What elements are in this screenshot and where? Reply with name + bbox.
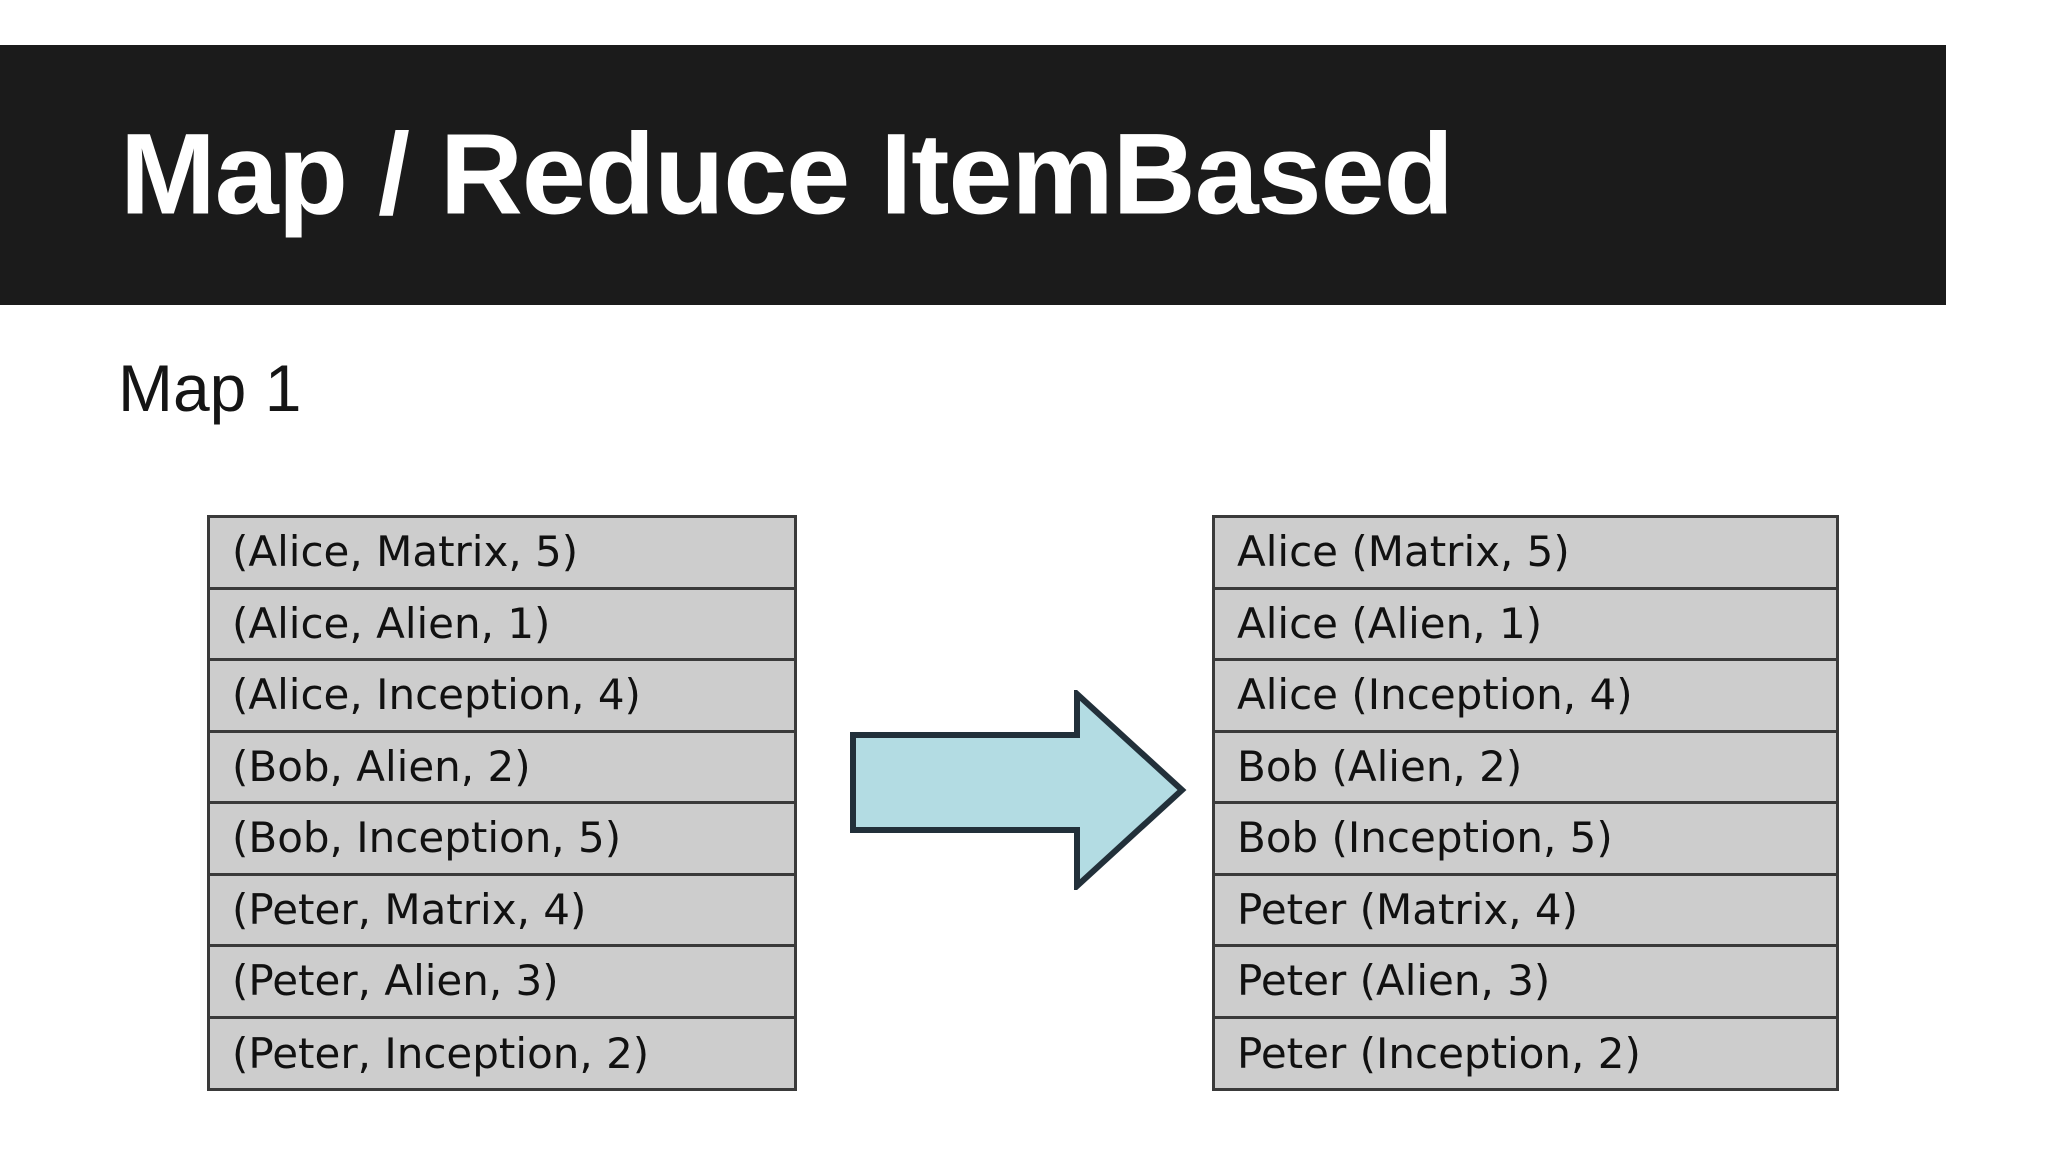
map-output-row: Peter (Inception, 2) xyxy=(1215,1018,1836,1088)
map-input-row: (Alice, Matrix, 5) xyxy=(210,518,794,590)
map-input-row: (Bob, Inception, 5) xyxy=(210,804,794,876)
map-output-row: Alice (Matrix, 5) xyxy=(1215,518,1836,590)
map-input-row: (Peter, Alien, 3) xyxy=(210,947,794,1019)
map-input-row: (Peter, Inception, 2) xyxy=(210,1018,794,1088)
map-input-row: (Alice, Inception, 4) xyxy=(210,661,794,733)
map-output-table: Alice (Matrix, 5)Alice (Alien, 1)Alice (… xyxy=(1212,515,1839,1091)
map-output-row: Peter (Alien, 3) xyxy=(1215,947,1836,1019)
map-output-row: Bob (Alien, 2) xyxy=(1215,732,1836,804)
section-subtitle: Map 1 xyxy=(118,351,302,425)
map-output-row: Alice (Inception, 4) xyxy=(1215,661,1836,733)
page-title: Map / Reduce ItemBased xyxy=(120,110,1454,239)
map-input-row: (Peter, Matrix, 4) xyxy=(210,875,794,947)
title-bar: Map / Reduce ItemBased xyxy=(0,45,1946,305)
map-output-row: Bob (Inception, 5) xyxy=(1215,804,1836,876)
map-output-row: Alice (Alien, 1) xyxy=(1215,589,1836,661)
right-arrow-icon xyxy=(845,687,1190,893)
map-input-row: (Bob, Alien, 2) xyxy=(210,732,794,804)
map-output-row: Peter (Matrix, 4) xyxy=(1215,875,1836,947)
map-input-table: (Alice, Matrix, 5)(Alice, Alien, 1)(Alic… xyxy=(207,515,797,1091)
map-input-row: (Alice, Alien, 1) xyxy=(210,589,794,661)
